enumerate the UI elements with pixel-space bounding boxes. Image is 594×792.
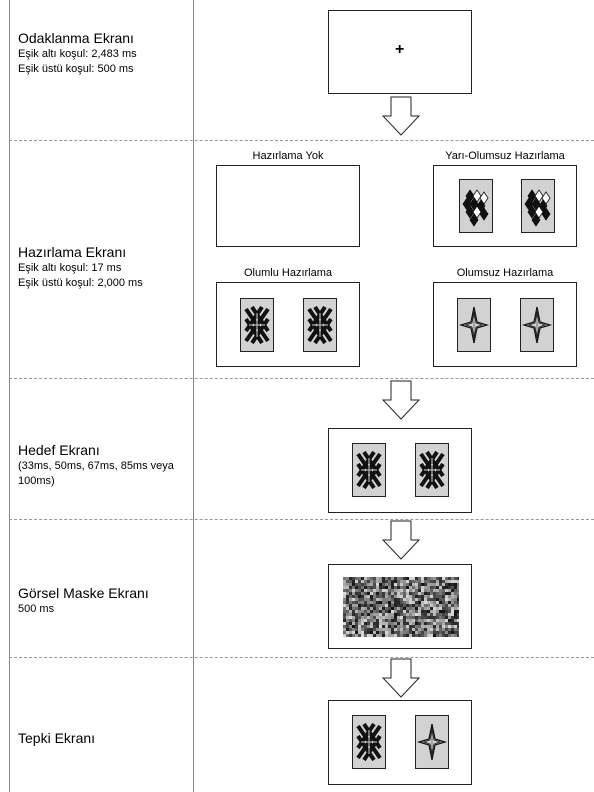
cross-stimulus (307, 305, 333, 345)
row-detail: 100ms) (18, 475, 55, 487)
row-detail: Eşik altı koşul: 17 ms (18, 262, 122, 274)
stimulus-card (415, 715, 449, 769)
down-arrow-icon (382, 520, 420, 560)
row-detail: (33ms, 50ms, 67ms, 85ms veya (18, 460, 174, 472)
stimulus-card (520, 298, 554, 352)
row-detail: Eşik üstü koşul: 500 ms (18, 63, 134, 75)
stimulus-card (352, 715, 386, 769)
row-separator (9, 140, 594, 141)
down-arrow-icon (382, 658, 420, 698)
cross-stimulus (419, 450, 445, 490)
row-detail: 500 ms (18, 603, 55, 615)
priming-none-screen (216, 165, 360, 247)
row-label-priming: Hazırlama Ekranı Eşik altı koşul: 17 ms … (18, 244, 143, 291)
row-label-fixation: Odaklanma Ekranı Eşik altı koşul: 2,483 … (18, 30, 137, 77)
response-screen (328, 700, 472, 785)
priming-caption: Yarı-Olumsuz Hazırlama (445, 150, 565, 162)
row-detail: Eşik üstü koşul: 2,000 ms (18, 277, 143, 289)
down-arrow-icon (382, 96, 420, 136)
row-separator (9, 519, 594, 520)
cross-stimulus (356, 450, 382, 490)
diamonds-stimulus (462, 189, 489, 227)
row-separator (9, 657, 594, 658)
stimulus-card (415, 443, 449, 497)
priming-positive-screen (216, 282, 360, 367)
mask-screen (328, 564, 472, 649)
row-label-response: Tepki Ekranı (18, 730, 95, 747)
row-detail: Eşik altı koşul: 2,483 ms (18, 48, 137, 60)
priming-negative-screen (433, 282, 577, 367)
stimulus-card (459, 179, 493, 233)
row-title: Tepki Ekranı (18, 730, 96, 746)
priming-semi-negative-screen (433, 165, 577, 247)
stimulus-card (303, 298, 337, 352)
star-stimulus (458, 306, 490, 344)
stimulus-card (457, 298, 491, 352)
diamonds-stimulus (524, 189, 551, 227)
stimulus-card (352, 443, 386, 497)
row-separator (9, 378, 594, 379)
column-divider (193, 0, 194, 792)
target-screen (328, 428, 472, 513)
priming-caption: Olumsuz Hazırlama (456, 267, 554, 279)
diagram-frame (9, 0, 594, 792)
row-title: Hedef Ekranı (18, 442, 100, 458)
row-label-mask: Görsel Maske Ekranı 500 ms (18, 585, 149, 617)
row-title: Hazırlama Ekranı (18, 244, 127, 260)
cross-stimulus (356, 722, 382, 762)
stimulus-card (521, 179, 555, 233)
row-title: Odaklanma Ekranı (18, 30, 134, 46)
fixation-screen: + (328, 10, 472, 94)
down-arrow-icon (382, 380, 420, 420)
priming-caption: Hazırlama Yok (252, 150, 324, 162)
fixation-cross: + (395, 41, 405, 58)
cross-stimulus (244, 305, 270, 345)
visual-noise-mask (343, 577, 459, 637)
row-title: Görsel Maske Ekranı (18, 585, 149, 601)
priming-caption: Olumlu Hazırlama (243, 267, 333, 279)
star-stimulus (521, 306, 553, 344)
row-label-target: Hedef Ekranı (33ms, 50ms, 67ms, 85ms vey… (18, 442, 174, 489)
stimulus-card (240, 298, 274, 352)
star-stimulus (416, 723, 448, 761)
